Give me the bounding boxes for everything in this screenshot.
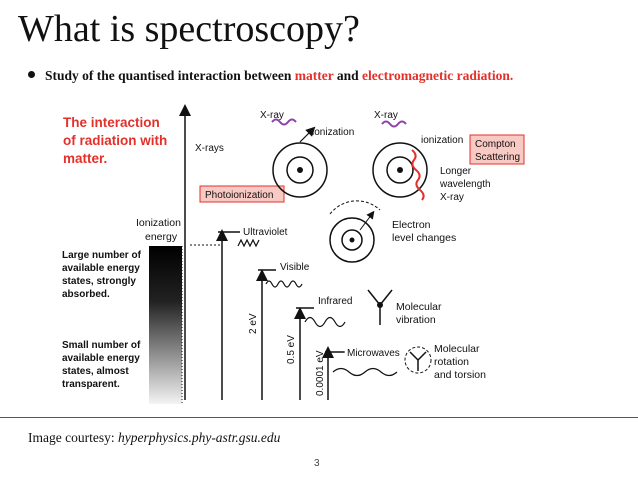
xray-wave-1	[271, 118, 297, 126]
bullet-em-radiation: electromagnetic radiation.	[362, 68, 514, 83]
atom-nucleus-1	[297, 167, 303, 173]
ev-05-label: 0.5 eV	[286, 335, 297, 364]
molecule-bond-1	[367, 289, 381, 306]
atom-shell-inner-2	[386, 156, 414, 184]
ultraviolet-label: Ultraviolet	[243, 227, 288, 238]
excited-orbit-dashed	[329, 200, 381, 215]
radiation-interaction-diagram: The interaction of radiation with matter…	[62, 104, 525, 404]
small-number-line1: Small number of	[62, 340, 141, 351]
bullet-point: Study of the quantised interaction betwe…	[28, 68, 513, 84]
molecular-vibration-line1: Molecular	[396, 301, 442, 313]
large-number-line4: absorbed.	[62, 289, 110, 300]
bullet-text-part1: Study of the quantised interaction betwe…	[45, 68, 295, 83]
footer-divider	[0, 417, 638, 418]
rotation-bond-1	[409, 351, 419, 361]
microwaves-label: Microwaves	[347, 348, 400, 359]
ionization-label-1: ionization	[312, 127, 354, 138]
infrared-label: Infrared	[318, 296, 352, 307]
image-credit-source: hyperphysics.phy-astr.gsu.edu	[117, 430, 281, 445]
electron-level-line2: level changes	[392, 232, 456, 244]
ionization-energy-line1: Ionization	[136, 217, 181, 229]
atom-shell-outer-1	[272, 142, 328, 198]
molecular-vibration-line2: vibration	[396, 314, 436, 326]
molecule-atom	[377, 302, 383, 308]
visible-wave	[265, 280, 303, 288]
large-number-line2: available energy	[62, 263, 140, 274]
xrays-axis-label: X-rays	[195, 143, 224, 154]
xray-label-2: X-ray	[374, 110, 398, 121]
molecular-rotation-line1: Molecular	[434, 343, 480, 355]
ev-2-label: 2 eV	[248, 313, 259, 334]
diagram-heading-line2: of radiation with	[63, 133, 167, 148]
bullet-icon	[28, 71, 35, 78]
molecule-bond-2	[379, 289, 393, 306]
infrared-wave	[304, 316, 346, 328]
molecular-rotation-line2: rotation	[434, 356, 469, 368]
small-number-line3: states, almost	[62, 366, 129, 377]
longer-line3: X-ray	[440, 192, 464, 203]
ejected-electron-arrow-1	[299, 126, 316, 143]
xray-label-1: X-ray	[260, 110, 284, 121]
compton-line2: Scattering	[475, 152, 520, 163]
molecular-rotation-line3: and torsion	[434, 369, 486, 381]
absorption-gradient-bar	[149, 246, 182, 404]
uv-wave	[237, 238, 260, 248]
diagram-heading-line1: The interaction	[63, 115, 160, 130]
small-number-line2: available energy	[62, 353, 140, 364]
compton-line1: Compton	[475, 139, 516, 150]
microwave-wave	[332, 367, 398, 377]
image-credit-prefix: Image courtesy:	[28, 430, 118, 445]
slide-title: What is spectroscopy?	[18, 8, 360, 50]
atom-shell-outer-2	[372, 142, 428, 198]
ev-0001-label: 0.0001 eV	[315, 350, 326, 396]
photoionization-label: Photoionization	[205, 190, 273, 201]
page-number: 3	[314, 458, 320, 469]
ionization-energy-line2: energy	[145, 231, 178, 243]
scattered-xray-wave	[411, 149, 425, 201]
rotation-circle	[404, 346, 432, 374]
longer-line2: wavelength	[439, 179, 491, 190]
compton-box	[469, 134, 525, 165]
atom-shell-inner-1	[286, 156, 314, 184]
bullet-text-part2: and	[333, 68, 363, 83]
bullet-matter: matter	[294, 68, 334, 83]
longer-line1: Longer	[440, 166, 472, 177]
xray-wave-2	[381, 120, 407, 128]
photoionization-box	[199, 185, 285, 203]
electron-level-line1: Electron	[392, 219, 431, 231]
atom-shell-inner-3	[341, 229, 363, 251]
ionization-label-2: ionization	[421, 135, 463, 146]
atom-nucleus-3	[349, 237, 355, 243]
small-number-line4: transparent.	[62, 379, 120, 390]
rotation-bond-2	[417, 351, 427, 361]
large-number-line1: Large number of	[62, 250, 142, 261]
diagram-heading-line3: matter.	[63, 151, 107, 166]
image-credit: Image courtesy: hyperphysics.phy-astr.gs…	[28, 430, 280, 446]
atom-nucleus-2	[397, 167, 403, 173]
electron-jump-arrow	[359, 210, 375, 231]
atom-shell-outer-3	[329, 217, 375, 263]
visible-label: Visible	[280, 262, 310, 273]
large-number-line3: states, strongly	[62, 276, 136, 287]
